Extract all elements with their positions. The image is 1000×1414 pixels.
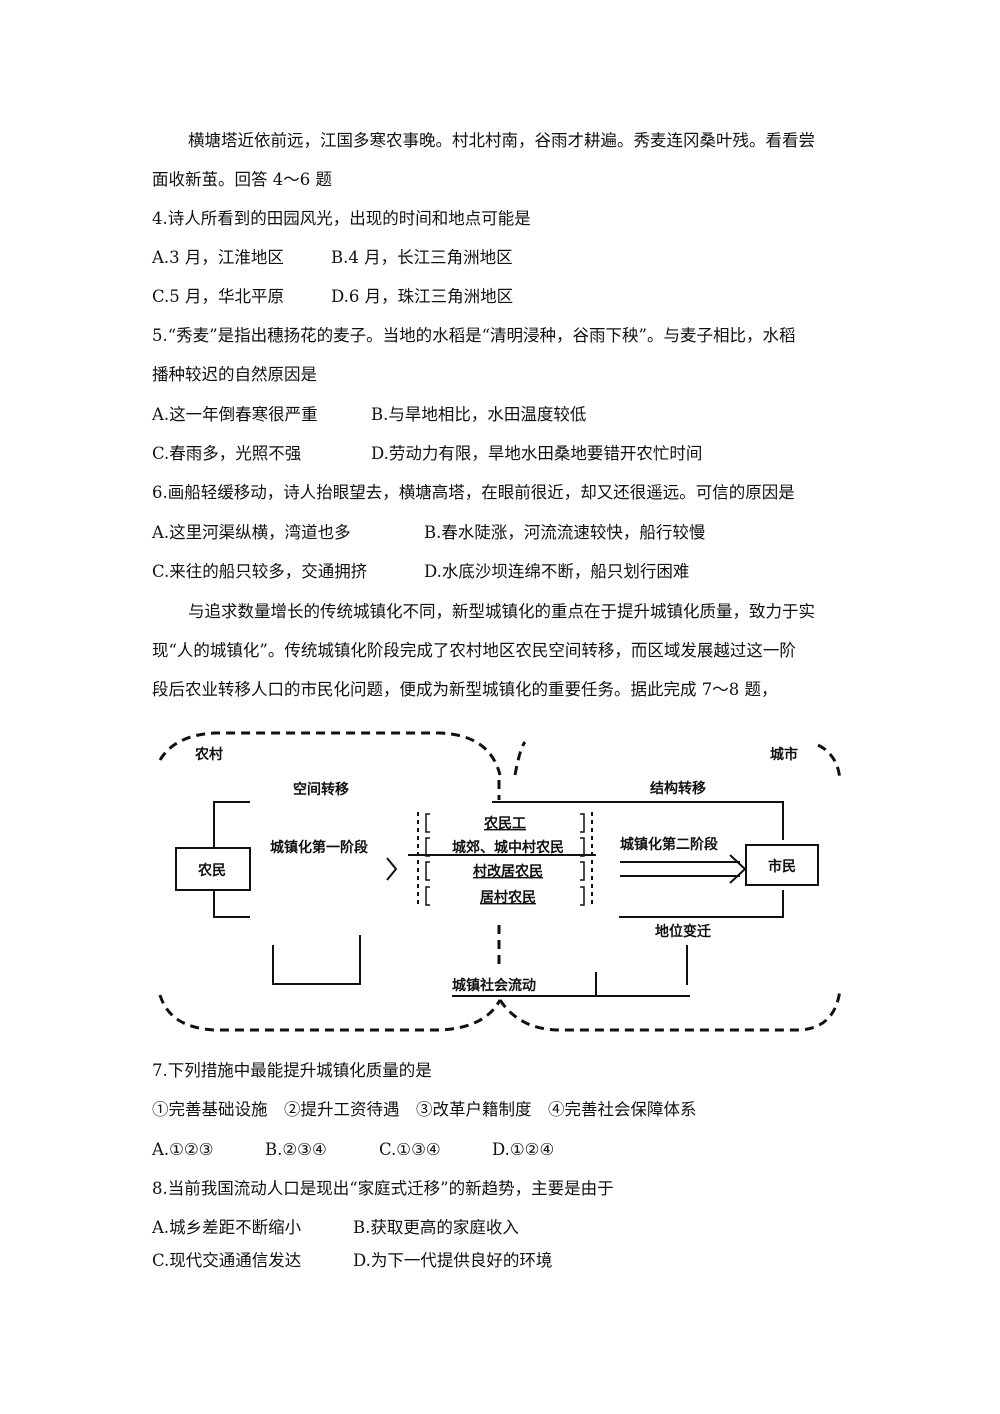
label-stage2: 城镇化第二阶段 [620,836,718,853]
q4-option-d: D.6 月，珠江三角洲地区 [331,287,514,306]
box-farmer: 农民 [197,862,226,879]
q8-option-a: A.城乡差距不断缩小 [152,1218,302,1237]
q5-option-c: C.春雨多，光照不强 [152,444,302,463]
group-suburban-farmers: 城郊、城中村农民 [452,839,564,856]
label-urban: 城市 [770,746,798,763]
label-rural: 农村 [194,746,223,763]
label-status-change: 地位变迁 [655,923,711,940]
passage2-line-3: 段后农业转移人口的市民化问题，便成为新型城镇化的重要任务。据此完成 7～8 题， [152,680,778,699]
q5-stem-1: 5.“秀麦”是指出穗扬花的麦子。当地的水稻是“清明浸种，谷雨下秧”。与麦子相比，… [152,326,796,345]
passage2-line-1: 与追求数量增长的传统城镇化不同，新型城镇化的重点在于提升城镇化质量，致力于实 [188,602,815,621]
q8-stem: 8.当前我国流动人口是现出“家庭式迁移”的新趋势，主要是由于 [152,1179,614,1198]
q6-option-b: B.春水陡涨，河流流速较快，船行较慢 [424,523,706,542]
q8-option-c: C.现代交通通信发达 [152,1251,302,1270]
q6-option-c: C.来往的船只较多，交通拥挤 [152,562,368,581]
q7-stem: 7.下列措施中最能提升城镇化质量的是 [152,1061,432,1080]
group-village-to-residence: 村改居农民 [473,863,543,880]
diagram-lines [175,801,819,997]
q4-option-c: C.5 月，华北平原 [152,287,285,306]
q8-option-b: B.获取更高的家庭收入 [353,1218,519,1237]
group-migrant-workers: 农民工 [483,815,526,832]
poem-line-1: 横塘塔近依前远，江国多寒农事晚。村北村南，谷雨才耕遍。秀麦连冈桑叶残。看看尝 [188,131,815,150]
q7-items: ①完善基础设施 ②提升工资待遇 ③改革户籍制度 ④完善社会保障体系 [152,1100,697,1119]
q7-option-c: C.①③④ [379,1140,441,1159]
q7-option-d: D.①②④ [492,1140,555,1159]
group-brackets [425,813,585,906]
box-citizen: 市民 [768,858,796,875]
q6-stem: 6.画船轻缓移动，诗人抬眼望去，横塘高塔，在眼前很近，却又还很遥远。可信的原因是 [152,483,795,502]
q7-option-a: A.①②③ [152,1140,214,1159]
q6-option-a: A.这里河渠纵横，湾道也多 [152,523,351,542]
q4-option-a: A.3 月，江淮地区 [152,248,284,267]
q4-stem: 4.诗人所看到的田园风光，出现的时间和地点可能是 [152,209,531,228]
q4-option-b: B.4 月，长江三角洲地区 [331,248,513,267]
q7-option-b: B.②③④ [265,1140,327,1159]
q5-option-d: D.劳动力有限，旱地水田桑地要错开农忙时间 [371,444,703,463]
poem-line-2: 面收新茧。回答 4～6 题 [152,170,332,189]
label-social-mobility: 城镇社会流动 [452,977,536,994]
passage2-line-2: 现“人的城镇化”。传统城镇化阶段完成了农村地区农民空间转移，而区域发展越过这一阶 [152,641,796,660]
q8-option-d: D.为下一代提供良好的环境 [353,1251,553,1270]
q5-option-b: B.与旱地相比，水田温度较低 [371,405,587,424]
group-village-residents: 居村农民 [480,889,536,906]
q5-stem-2: 播种较迟的自然原因是 [152,365,317,384]
q6-option-d: D.水底沙坝连绵不断，船只划行困难 [424,562,690,581]
label-spatial-transfer: 空间转移 [293,781,349,798]
label-stage1: 城镇化第一阶段 [270,839,368,856]
region-boundaries [158,731,842,1032]
q5-option-a: A.这一年倒春寒很严重 [152,405,318,424]
label-structural-transfer: 结构转移 [650,780,706,797]
